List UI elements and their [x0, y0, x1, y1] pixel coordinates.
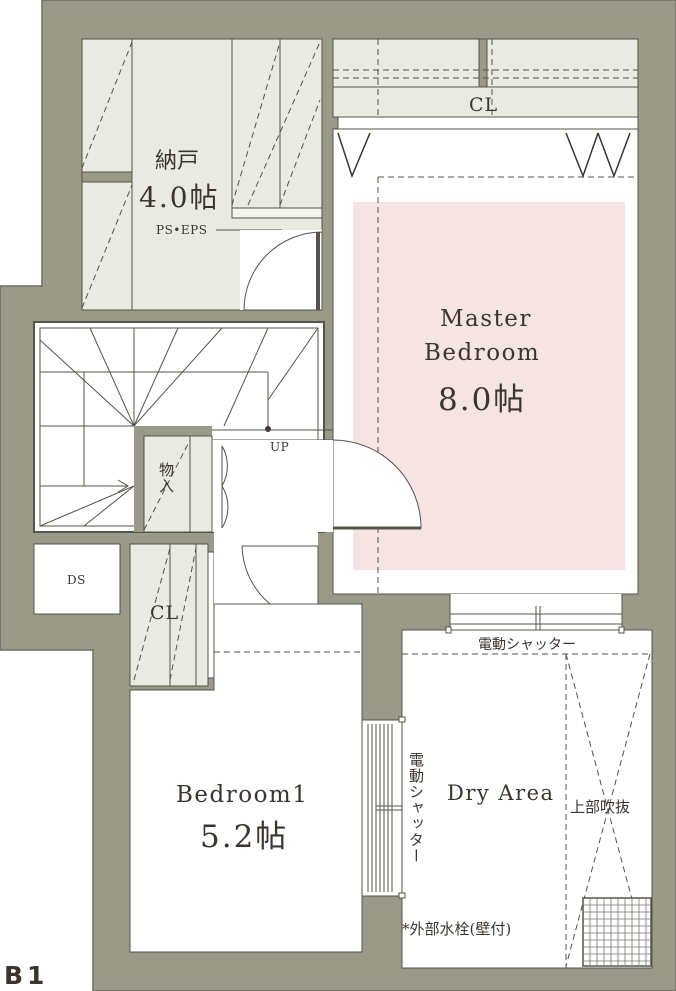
closet-top-label: CL	[469, 94, 499, 116]
shutter-vertical-label: 電動シャッター	[407, 752, 425, 864]
closet-left	[129, 543, 209, 687]
drain-grate	[582, 897, 652, 967]
closet-left-label: CL	[150, 602, 180, 624]
ds-label: DS	[67, 573, 86, 587]
dry-area-name: Dry Area	[447, 781, 555, 805]
hallway	[214, 532, 318, 604]
floor-label: B1	[4, 961, 49, 990]
ps-eps-label: PS•EPS	[156, 223, 208, 237]
master-bedroom-area: 8.0帖	[438, 382, 527, 418]
ds-box	[33, 543, 121, 615]
shutter-horizontal-label: 電動シャッター	[478, 637, 576, 653]
storage-room-area: 4.0帖	[139, 181, 220, 214]
bedroom1-area: 5.2帖	[200, 819, 289, 855]
void-above-label: 上部吹抜	[570, 798, 631, 816]
master-bedroom-name-line2: Bedroom	[424, 340, 541, 366]
bedroom1-name: Bedroom1	[176, 782, 309, 808]
bedroom1	[129, 603, 363, 953]
master-bedroom-name-line1: Master	[440, 306, 532, 332]
up-label: UP	[270, 440, 290, 454]
storage-small-label: 物入	[157, 462, 175, 494]
hydrant-label: *外部水栓(壁付)	[402, 920, 512, 938]
storage-room-name: 納戸	[155, 149, 200, 174]
